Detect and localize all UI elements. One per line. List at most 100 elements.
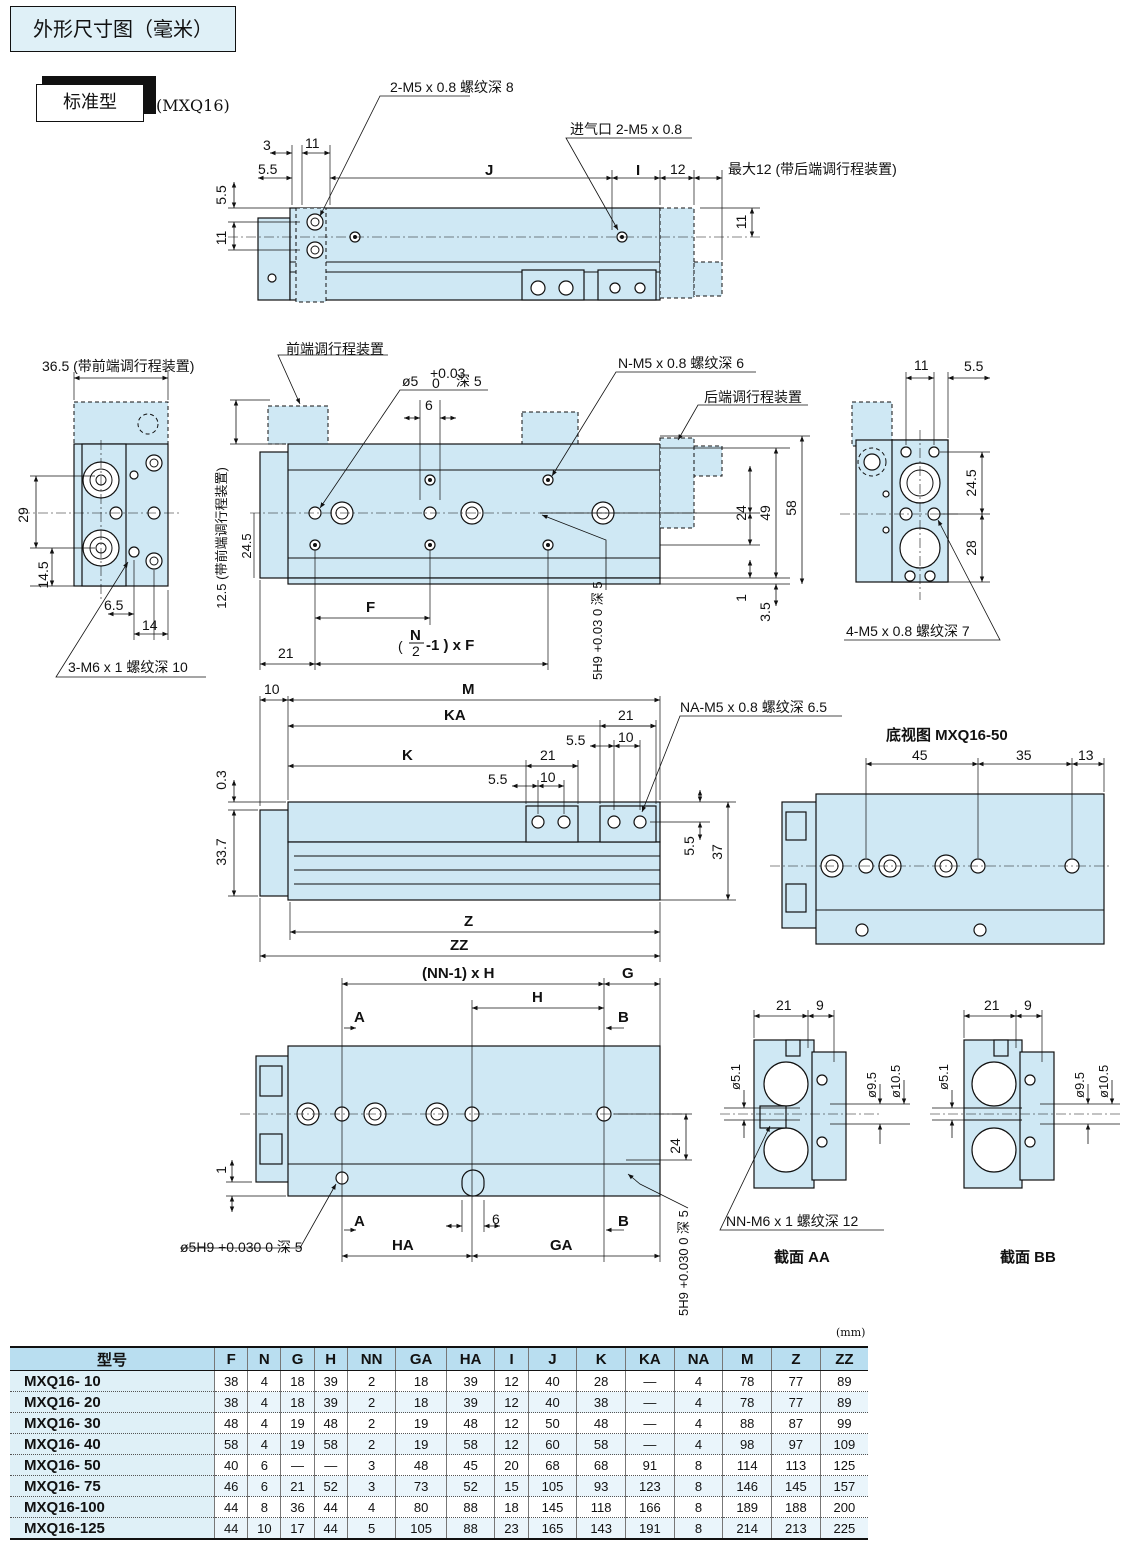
section-aa-label: 截面 AA [774,1248,830,1266]
value-cell: 6 [247,1475,281,1497]
left-dim-14: 14 [142,617,158,633]
pin-hole-callout-d: 深 5 [456,373,482,389]
value-cell: 165 [527,1517,577,1540]
table-header-cell: HA [445,1346,495,1371]
value-cell: 8 [673,1475,723,1497]
value-cell: 191 [625,1517,675,1540]
top-dim-v11: 11 [213,231,229,246]
value-cell: 45 [445,1454,495,1476]
section-marker-b-bottom: B [618,1213,629,1230]
table-header-cell: G [280,1346,315,1371]
value-cell: — [280,1454,315,1476]
value-cell: 52 [445,1475,495,1497]
side-dim-5-5a: 5.5 [566,732,586,748]
bb-dim-9: 9 [1024,997,1032,1013]
value-cell: 166 [625,1496,675,1518]
value-cell: 6 [247,1454,281,1476]
side-dim-21b: 21 [540,747,556,763]
value-cell: 44 [313,1496,348,1518]
value-cell: 19 [280,1412,315,1434]
value-cell: 146 [722,1475,772,1497]
aa-dim-9-5: ø9.5 [864,1072,879,1098]
bottom-dim-HA: HA [392,1237,414,1254]
value-cell: 73 [395,1475,447,1497]
value-cell: 38 [214,1391,248,1413]
right-dim-28: 28 [963,540,979,556]
top-view: 3 11 5.5 J I 12 最大12 (带后端调行程装置) 5.5 11 1… [213,79,897,303]
value-cell: 125 [819,1454,868,1476]
side-dim-0-3: 0.3 [213,770,229,790]
value-cell: 4 [247,1370,281,1392]
model-cell: MXQ16- 75 [10,1475,215,1497]
value-cell: 21 [280,1475,315,1497]
right-dim-24-5: 24.5 [963,469,979,496]
value-cell: 12 [494,1370,529,1392]
value-cell: 225 [819,1517,868,1540]
aa-dim-21: 21 [776,997,792,1013]
value-cell: 39 [313,1391,348,1413]
table-header-cell: I [494,1346,529,1371]
value-cell: 19 [395,1412,447,1434]
top-dim-I: I [636,162,640,179]
value-cell: 189 [722,1496,772,1518]
bb-dim-10-5: ø10.5 [1096,1065,1111,1098]
value-cell: 68 [576,1454,626,1476]
value-cell: 3 [346,1475,396,1497]
value-cell: 39 [313,1370,348,1392]
value-cell: 4 [673,1370,723,1392]
side-dim-KA: KA [444,707,466,724]
value-cell: 157 [819,1475,868,1497]
value-cell: 48 [214,1412,248,1434]
model-cell: MXQ16- 40 [10,1433,215,1455]
table-header-cell: H [313,1346,348,1371]
bottom-dim-G: G [622,965,634,982]
value-cell: 40 [527,1391,577,1413]
value-cell: 39 [445,1370,495,1392]
section-aa: 21 9 ø5.1 ø9.5 ø10.5 NN-M6 x 1 螺纹深 12 截面… [719,997,910,1266]
bottom-dim-6: 6 [492,1211,500,1227]
value-cell: 88 [445,1517,495,1540]
table-header-cell: ZZ [819,1346,868,1371]
right-end-callout: 4-M5 x 0.8 螺纹深 7 [846,623,970,639]
section-bb: 21 9 ø5.1 ø9.5 ø10.5 截面 BB [930,997,1120,1266]
value-cell: 4 [673,1412,723,1434]
bottom-pin-hole-callout: ø5H9 +0.030 0 深 5 [180,1239,303,1255]
aa-dim-9: 9 [816,997,824,1013]
value-cell: 97 [771,1433,821,1455]
value-cell: 8 [673,1496,723,1518]
value-cell: 2 [346,1412,396,1434]
bottom-dim-GA: GA [550,1237,573,1254]
front-dim-1: 1 [733,594,749,602]
side-dim-10a: 10 [618,729,634,745]
front-view: 6 F 21 ( N 2 -1 ) x F 12.5 (带前端调行程装置) 24… [214,341,810,680]
table-header-cell: M [722,1346,772,1371]
top-port-callout: 进气口 2-M5 x 0.8 [570,121,682,137]
front-dim-24-5: 24.5 [239,533,254,558]
pin-hole-callout-c: 0 [432,375,440,391]
value-cell: 58 [313,1433,348,1455]
model-cell: MXQ16-100 [10,1496,215,1518]
side-dim-21a: 21 [618,707,634,723]
table-header-cell: J [527,1346,577,1371]
top-dim-5-5: 5.5 [258,161,278,177]
value-cell: 145 [527,1496,577,1518]
side-view: 10 M KA K 21 5.5 10 21 5.5 10 0.3 33.7 5… [213,681,842,962]
n-thread-callout: N-M5 x 0.8 螺纹深 6 [618,355,744,371]
left-dim-29: 29 [15,507,31,523]
front-dim-3-5: 3.5 [757,602,773,622]
value-cell: 48 [445,1412,495,1434]
value-cell: 68 [527,1454,577,1476]
bottom-view-50: 底视图 MXQ16-50 45 35 13 [770,726,1110,945]
value-cell: 213 [771,1517,821,1540]
bottom-view-dim-13: 13 [1078,747,1094,763]
value-cell: 48 [576,1412,626,1434]
table-header-cell: NA [673,1346,723,1371]
right-dim-5-5: 5.5 [964,358,984,374]
